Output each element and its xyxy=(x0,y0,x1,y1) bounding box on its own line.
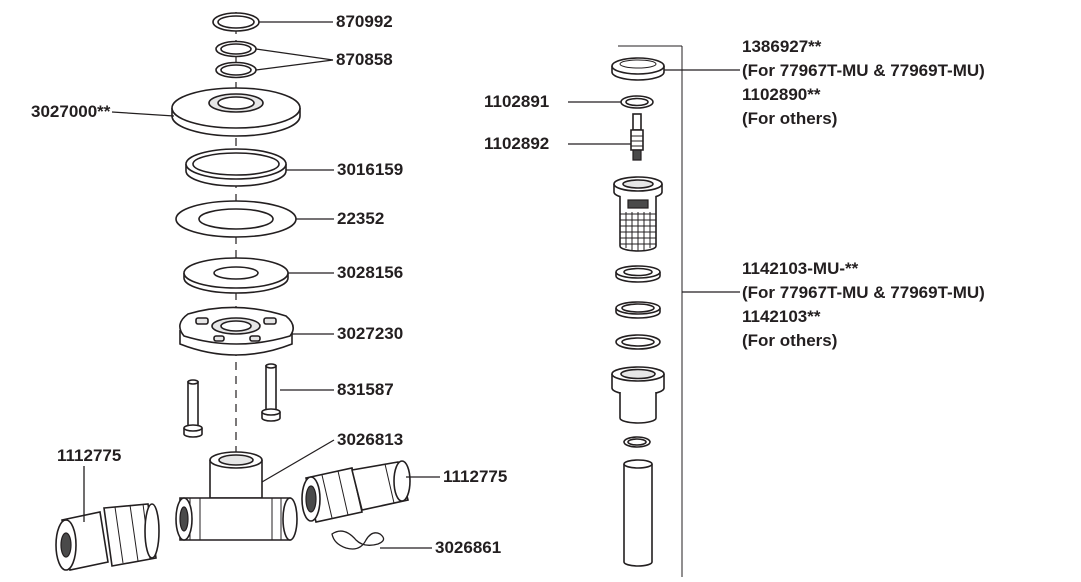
callout-1142103-mu: 1142103-MU-** xyxy=(742,259,859,278)
callout-22352: 22352 xyxy=(337,209,385,228)
clip-3026861 xyxy=(331,530,385,550)
callout-1142103: 1142103** xyxy=(742,307,821,326)
callout-870858: 870858 xyxy=(336,50,393,69)
oring-870992 xyxy=(212,12,260,32)
callout-1102890: 1102890** xyxy=(742,85,821,104)
bracket-3027230 xyxy=(179,306,294,356)
bolts-831587 xyxy=(183,363,281,438)
callout-3026813: 3026813 xyxy=(337,430,404,449)
callout-831587: 831587 xyxy=(337,380,394,399)
callout-1112775-right: 1112775 xyxy=(443,467,508,486)
callout-3016159: 3016159 xyxy=(337,160,404,179)
flange-3027000 xyxy=(171,87,301,137)
callout-1386927: 1386927** xyxy=(742,37,822,56)
stopper-cap xyxy=(611,57,665,81)
callout-1102891: 1102891 xyxy=(484,92,550,111)
callout-1386927-note: (For 77967T-MU & 77969T-MU) xyxy=(742,61,985,80)
plate-3028156 xyxy=(183,257,289,294)
callout-1102890-note: (For others) xyxy=(742,109,838,128)
pin-1102892 xyxy=(630,113,644,161)
callout-1142103-mu-note: (For 77967T-MU & 77969T-MU) xyxy=(742,283,985,302)
coupling-1112775-left xyxy=(55,503,160,571)
callout-3027000: 3027000** xyxy=(31,102,111,121)
drain-body xyxy=(613,176,663,252)
left-leader-lines xyxy=(83,21,440,549)
washer-1102891 xyxy=(620,95,654,109)
callout-3028156: 3028156 xyxy=(337,263,404,282)
callout-3027230: 3027230 xyxy=(337,324,404,343)
orings-870858 xyxy=(215,40,257,79)
callout-870992: 870992 xyxy=(336,12,393,31)
callout-3026861: 3026861 xyxy=(435,538,502,557)
right-leader-lines xyxy=(568,69,740,293)
callout-1112775-left: 1112775 xyxy=(57,446,122,465)
coupling-1112775-right xyxy=(301,460,411,523)
gasket-22352 xyxy=(175,200,297,238)
tee-body-3026813 xyxy=(175,451,298,541)
drain-tailpiece xyxy=(611,366,665,567)
callout-1102892: 1102892 xyxy=(484,134,550,153)
drain-washers xyxy=(615,265,661,350)
ring-3016159 xyxy=(185,148,287,187)
callout-1142103-note: (For others) xyxy=(742,331,838,350)
